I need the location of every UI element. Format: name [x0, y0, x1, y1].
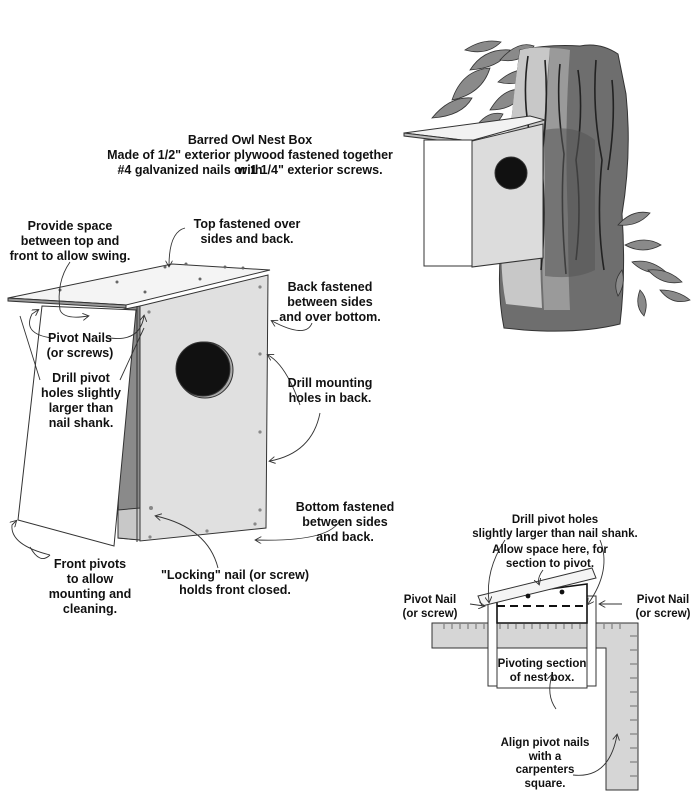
label-front-pivots: Front pivots to allow mounting and clean…	[48, 557, 132, 616]
detail-leader-arrows	[469, 539, 622, 776]
label-provide-space: Provide space between top and front to a…	[9, 219, 131, 263]
label-locking-nail: "Locking" nail (or screw) holds front cl…	[161, 568, 309, 597]
label-drill-pivot-holes: Drill pivot holes slightly larger than n…	[472, 514, 638, 540]
diagram-title-line1: Barred Owl Nest Box	[187, 133, 313, 147]
diagram-title-line3: #4 galvanized nails or 1 1/4" exterior s…	[117, 163, 383, 177]
detail-diagram	[431, 567, 639, 791]
label-align-pivot: Align pivot nails with a carpenters squa…	[500, 737, 590, 790]
main-leader-arrows	[12, 227, 341, 569]
label-bottom-fastened: Bottom fastened between sides and back.	[295, 500, 395, 544]
main-nest-box	[7, 262, 271, 547]
label-pivot-nail-right: Pivot Nail (or screw)	[635, 594, 691, 620]
label-allow-space: Allow space here, for section to pivot.	[492, 544, 608, 570]
label-pivoting-section: Pivoting section of nest box.	[497, 658, 587, 684]
diagram-title-line2: Made of 1/2" exterior plywood fastened t…	[107, 148, 393, 177]
label-back-fastened: Back fastened between sides and over bot…	[279, 280, 381, 324]
label-drill-mounting: Drill mounting holes in back.	[287, 376, 373, 405]
label-drill-pivot: Drill pivot holes slightly larger than n…	[41, 371, 121, 430]
label-pivot-nails: Pivot Nails (or screws)	[46, 331, 114, 360]
label-pivot-nail-left: Pivot Nail (or screw)	[402, 594, 458, 620]
label-top-fastened: Top fastened over sides and back.	[193, 217, 301, 246]
mounted-nest-box	[403, 115, 547, 268]
tree-illustration	[403, 40, 691, 332]
leaves-lower-icon	[615, 211, 691, 317]
